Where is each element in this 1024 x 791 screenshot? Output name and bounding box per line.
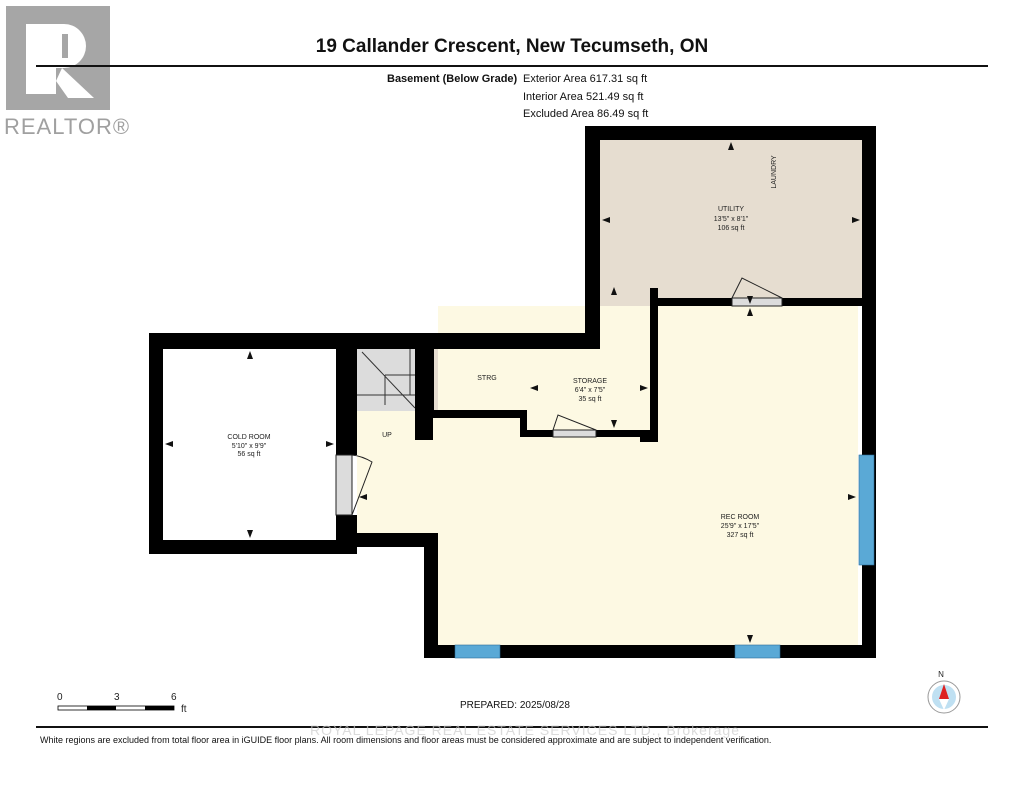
utility-name: UTILITY <box>718 206 744 213</box>
utility-area: 106 sq ft <box>718 225 745 232</box>
interior-area: Interior Area 521.49 sq ft <box>523 91 644 103</box>
prepared-date: PREPARED: 2025/08/28 <box>460 700 570 711</box>
svg-text:3: 3 <box>114 692 120 703</box>
walls <box>149 126 876 658</box>
laundry-label: LAUNDRY <box>771 155 778 189</box>
svg-text:ft: ft <box>181 704 187 715</box>
scale-bar: 0 3 6 ft <box>57 692 187 715</box>
svg-text:N: N <box>938 670 944 679</box>
disclaimer: White regions are excluded from total fl… <box>40 735 772 745</box>
cold-room <box>163 349 336 540</box>
window <box>858 454 875 566</box>
window <box>734 644 781 659</box>
window <box>454 644 501 659</box>
divider <box>36 726 988 728</box>
utility-room <box>600 140 862 298</box>
stairs <box>357 349 417 411</box>
rec-room-dims: 25'9" x 17'5" <box>721 523 760 530</box>
windows <box>454 454 875 659</box>
storage-dims: 6'4" x 7'5" <box>575 387 606 394</box>
rec-room-area: 327 sq ft <box>727 532 754 539</box>
strg-label: STRG <box>477 375 496 382</box>
rec-room <box>438 306 858 645</box>
door <box>552 429 597 438</box>
page-title: 19 Callander Crescent, New Tecumseth, ON <box>315 36 709 57</box>
north-compass-icon: N <box>927 670 961 714</box>
storage-area: 35 sq ft <box>579 396 602 403</box>
dimension-arrows <box>165 142 860 643</box>
cold-room-name: COLD ROOM <box>227 434 270 441</box>
door <box>335 454 353 516</box>
level-label: Basement (Below Grade) <box>387 73 518 85</box>
watermark: ROYAL LEPAGE REAL ESTATE SERVICES LTD., … <box>310 722 740 738</box>
cold-room-area: 56 sq ft <box>238 451 261 458</box>
doors <box>335 277 783 516</box>
rec-room-name: REC ROOM <box>721 514 760 521</box>
excluded-area: Excluded Area 86.49 sq ft <box>523 108 649 120</box>
realtor-logo <box>6 6 110 110</box>
storage-name: STORAGE <box>573 378 607 385</box>
stairs-up-label: UP <box>382 432 392 439</box>
cold-room-dims: 5'10" x 9'9" <box>232 443 267 450</box>
svg-text:6: 6 <box>171 692 177 703</box>
door <box>731 297 783 307</box>
divider <box>36 65 988 67</box>
hallway <box>357 411 447 533</box>
realtor-logo-text: REALTOR® <box>4 114 131 139</box>
exterior-area: Exterior Area 617.31 sq ft <box>523 73 648 85</box>
svg-text:0: 0 <box>57 692 63 703</box>
utility-dims: 13'5" x 8'1" <box>714 216 749 223</box>
